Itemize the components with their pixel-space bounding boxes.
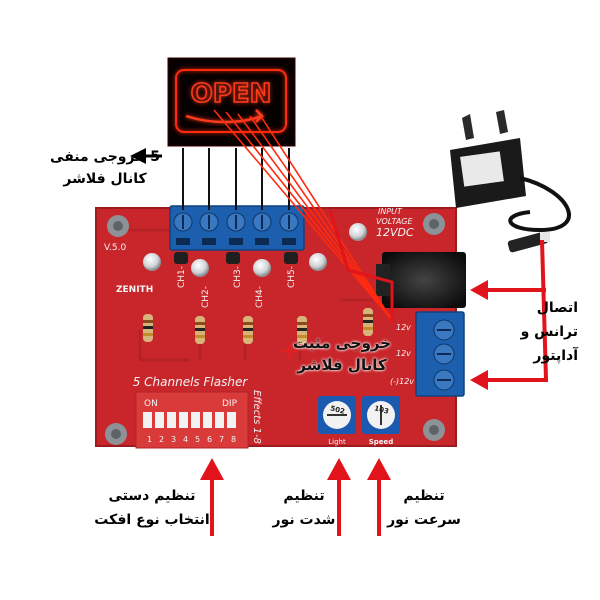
power-terminal-block [415, 311, 465, 397]
channel-label-5: CH5- [287, 266, 297, 288]
dip-on-label: ON [144, 399, 158, 409]
channel-label-2: CH2- [201, 286, 211, 308]
dip-number-6: 6 [207, 435, 212, 444]
effect-select-label: تنظیم دستی انتخاب نوع افکت [88, 484, 216, 532]
speed-line-1: تنظیم [403, 488, 445, 504]
board-title: 5 Channels Flasher [133, 375, 249, 389]
input-label-2: VOLTAGE [376, 217, 414, 226]
input-label-3: 12VDC [376, 226, 414, 239]
speed-line-2: سرعت نور [387, 512, 461, 528]
power-connection-line-1: اتصال [536, 300, 578, 316]
dip-number-7: 7 [219, 435, 224, 444]
open-sign-text: OPEN [191, 79, 272, 109]
effects-label: Effects 1-8 [251, 390, 262, 444]
channel-label-4: CH4- [255, 286, 265, 308]
effect-select-line-2: انتخاب نوع افکت [94, 512, 210, 528]
dip-number-1: 1 [147, 435, 152, 444]
mounting-screw-top-right [423, 213, 445, 235]
terminal-label-2: 12v [396, 349, 411, 358]
brightness-line-1: تنظیم [283, 488, 325, 504]
speed-potentiometer [362, 396, 400, 434]
brightness-potentiometer [318, 396, 356, 434]
speed-label: تنظیم سرعت نور [374, 484, 474, 532]
channel-terminal-block [169, 205, 305, 251]
brightness-line-2: شدت نور [272, 512, 336, 528]
mounting-screw-bottom-left [105, 423, 127, 445]
terminal-label-1: 12v [396, 323, 411, 332]
power-connection-line-2: ترانس و [520, 324, 578, 340]
board-version: V.5.0 [104, 243, 126, 253]
annotation-arrows [200, 109, 549, 536]
left-arrow [130, 148, 162, 164]
positive-output-label: خروجی مثبت کانال فلاشر [262, 332, 422, 376]
negative-output-line-2: کانال فلاشر [63, 171, 147, 187]
input-label-1: INPUT [378, 207, 403, 216]
dip-label: DIP [222, 399, 238, 409]
positive-output-line-1: خروجی مثبت [292, 334, 392, 352]
positive-output-line-2: کانال فلاشر [297, 356, 387, 374]
effect-select-line-1: تنظیم دستی [108, 488, 196, 504]
led-row [143, 223, 367, 277]
brightness-label: تنظیم شدت نور [264, 484, 344, 532]
power-connection-label: اتصال ترانس و آداپتور [462, 296, 578, 368]
power-adapter [450, 110, 571, 253]
mounting-screw-top-left [107, 215, 129, 237]
dip-number-4: 4 [183, 435, 188, 444]
pot-value-speed: 103 [373, 404, 389, 416]
dip-number-2: 2 [159, 435, 164, 444]
transistors [174, 252, 298, 264]
dip-number-8: 8 [231, 435, 236, 444]
board-brand: ZENITH [116, 285, 153, 295]
dip-number-5: 5 [195, 435, 200, 444]
resistors [143, 308, 373, 344]
dip-number-3: 3 [171, 435, 176, 444]
negative-output-label: 5 خروجی منفی کانال فلاشر [40, 146, 170, 190]
mounting-screw-bottom-right [423, 419, 445, 441]
channel-label-1: CH1- [177, 266, 187, 288]
channel-label-3: CH3- [233, 266, 243, 288]
pot-label-speed: Speed [369, 438, 394, 446]
pot-value-light: 502 [329, 404, 345, 416]
pot-label-light: Light [328, 438, 346, 446]
plus-symbol: + [278, 336, 300, 366]
terminal-label-3: (-)12v [390, 377, 414, 386]
negative-output-line-1: 5 خروجی منفی [50, 149, 160, 165]
dip-switch [135, 391, 249, 449]
power-connection-line-3: آداپتور [533, 348, 578, 364]
